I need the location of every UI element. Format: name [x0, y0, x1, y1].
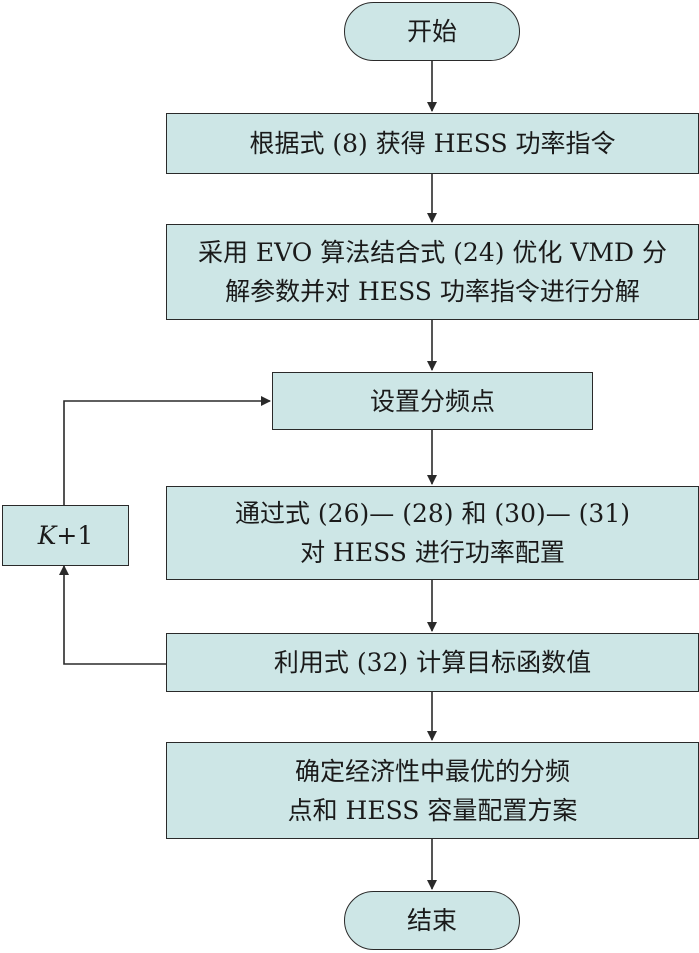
step5-label: 利用式 (32) 计算目标函数值: [273, 648, 592, 677]
step6-line-1: 确定经济性中最优的分频: [294, 756, 570, 786]
end-label: 结束: [406, 906, 457, 935]
step3-label: 设置分频点: [369, 386, 495, 416]
step1-label: 根据式 (8) 获得 HESS 功率指令: [249, 129, 616, 158]
arrow-step5-to-loop: [59, 565, 166, 665]
start-node: 开始: [344, 2, 520, 61]
step-get-hess-power-command: 根据式 (8) 获得 HESS 功率指令: [166, 113, 699, 174]
end-node: 结束: [344, 891, 520, 950]
step-determine-optimal-plan: 确定经济性中最优的分频 点和 HESS 容量配置方案: [166, 742, 699, 839]
step-set-frequency-point: 设置分频点: [272, 372, 593, 430]
step2-line-2: 解参数并对 HESS 功率指令进行分解: [225, 277, 640, 306]
loop-var: K: [37, 521, 57, 550]
step4-line-2: 对 HESS 进行功率配置: [300, 538, 565, 567]
loop-increment-node: K+1: [2, 505, 129, 566]
step4-line-1: 通过式 (26)— (28) 和 (30)— (31): [234, 499, 630, 528]
step-compute-objective: 利用式 (32) 计算目标函数值: [166, 633, 699, 692]
loop-increment: +1: [56, 521, 94, 550]
step2-line-1: 采用 EVO 算法结合式 (24) 优化 VMD 分: [197, 238, 668, 267]
step6-line-2: 点和 HESS 容量配置方案: [287, 795, 578, 825]
loop-label: K+1: [38, 516, 94, 555]
step-power-allocation: 通过式 (26)— (28) 和 (30)— (31) 对 HESS 进行功率配…: [166, 486, 699, 580]
step-optimize-vmd-decompose: 采用 EVO 算法结合式 (24) 优化 VMD 分 解参数并对 HESS 功率…: [166, 224, 699, 320]
arrow-loop-to-step3: [63, 396, 271, 505]
start-label: 开始: [406, 17, 457, 46]
